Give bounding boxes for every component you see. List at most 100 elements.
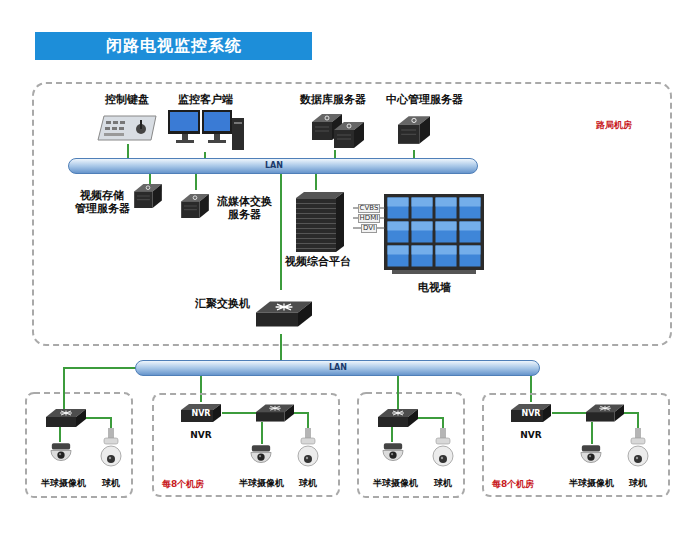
platform-icon — [296, 198, 336, 252]
client-icon — [204, 112, 230, 131]
node-label: 球机 — [299, 478, 317, 488]
network-wires — [418, 418, 443, 428]
keyboard-icon — [98, 116, 156, 140]
stream-server: 流媒体交换 服务器 — [178, 190, 276, 230]
switch-icons — [256, 301, 312, 326]
dome-camera: 半球摄像机 — [566, 442, 616, 490]
client-icon — [214, 134, 220, 140]
node-label: 球机 — [102, 478, 120, 488]
keyboard-icon — [120, 121, 125, 124]
node-label: 半球摄像机 — [569, 478, 614, 488]
network-wires — [64, 368, 136, 409]
node-label: NVR — [191, 409, 210, 418]
platform-icon — [296, 192, 344, 252]
switch-icons — [46, 409, 86, 427]
node-label: 半球摄像机 — [373, 478, 418, 488]
node-label: 监控客户端 — [178, 94, 233, 107]
node-label: 中心管理服务器 — [386, 94, 463, 107]
keyboard-icon — [106, 121, 111, 124]
network-wires — [86, 418, 111, 428]
cameras — [433, 428, 453, 466]
node-label: 视频存储 管理服务器 — [72, 190, 132, 215]
network-wires — [222, 412, 256, 414]
keyboard-icon — [104, 133, 124, 136]
keyboard-icon — [98, 116, 156, 140]
camera-group-box — [26, 393, 132, 497]
node-label: 半球摄像机 — [239, 478, 284, 488]
network-link — [413, 150, 415, 158]
switch-icons — [511, 404, 551, 422]
dome-camera: 半球摄像机 — [370, 440, 420, 490]
management-server: 中心管理服务器 — [378, 94, 470, 150]
network-wires — [552, 412, 586, 414]
node-label: LAN — [329, 363, 347, 372]
platform-icon — [296, 192, 344, 198]
client-icon — [182, 134, 188, 140]
dome-camera: 半球摄像机 — [236, 442, 286, 490]
network-wires — [59, 427, 61, 442]
cameras — [298, 428, 318, 466]
tv-wall: 电视墙 — [385, 192, 483, 296]
network-link — [149, 174, 151, 184]
database-server: 数据库服务器 — [292, 94, 374, 150]
cameras — [251, 445, 271, 462]
node-label: 汇聚交换机 — [195, 298, 250, 311]
switch-icons — [181, 404, 221, 422]
cameras — [51, 443, 71, 460]
video-platform: 视频综合平台 — [284, 190, 353, 272]
nvr-device: NVR NVR — [508, 402, 554, 444]
node-label: LAN — [265, 161, 283, 170]
cameras — [383, 443, 403, 460]
node-label: NVR — [520, 430, 541, 440]
core-switch: 汇聚交换机 — [193, 290, 313, 334]
keyboard-icon — [112, 127, 117, 130]
signal-label: DVI — [361, 224, 377, 233]
switch-icons — [46, 301, 624, 427]
lan-bar: LAN — [68, 158, 478, 174]
network-link — [127, 144, 129, 158]
client-icon — [234, 122, 242, 124]
switch-icons — [586, 404, 624, 421]
node-label: 流媒体交换 服务器 — [214, 196, 274, 221]
client-icon — [168, 110, 200, 134]
network-link — [530, 376, 532, 402]
client-icon — [168, 110, 244, 150]
title-banner: 闭路电视监控系统 — [35, 32, 312, 60]
cameras — [101, 428, 121, 466]
server-icons — [334, 122, 364, 148]
network-wires — [391, 427, 393, 442]
lan-bar: LAN — [135, 360, 540, 376]
network-wires — [397, 376, 399, 409]
network-wires — [60, 368, 638, 444]
ptz-camera: 球机 — [623, 426, 653, 490]
storage-server: 视频存储 管理服务器 — [72, 184, 164, 226]
client-device: 监控客户端 — [165, 94, 245, 152]
ptz-camera: 球机 — [96, 428, 126, 490]
ptz-camera: 球机 — [293, 426, 323, 490]
cameras — [581, 445, 601, 462]
node-label: NVR — [521, 409, 540, 418]
node-label: 每8个机房 — [492, 479, 534, 489]
node-label: 控制键盘 — [105, 94, 149, 107]
switch-icons — [256, 404, 294, 421]
cameras — [628, 428, 648, 466]
camera-group: NVR NVR 半球摄像机 球机 每8个机房 — [482, 393, 670, 497]
signal-label: CVBS — [358, 204, 381, 213]
network-link — [334, 150, 336, 158]
server-icons — [181, 194, 209, 218]
network-link — [315, 174, 317, 190]
switch-icons — [378, 409, 418, 427]
network-wires — [261, 422, 263, 444]
dome-camera: 半球摄像机 — [38, 440, 88, 490]
keyboard-device: 控制键盘 — [92, 94, 162, 144]
keyboard-icon — [113, 121, 118, 124]
tv-wall-icon — [386, 196, 482, 268]
keyboard-icon — [105, 127, 110, 130]
node-label: 球机 — [629, 478, 647, 488]
tv-wall-icon — [392, 270, 476, 274]
node-label: 每8个机房 — [162, 479, 204, 489]
client-icon — [202, 110, 232, 134]
